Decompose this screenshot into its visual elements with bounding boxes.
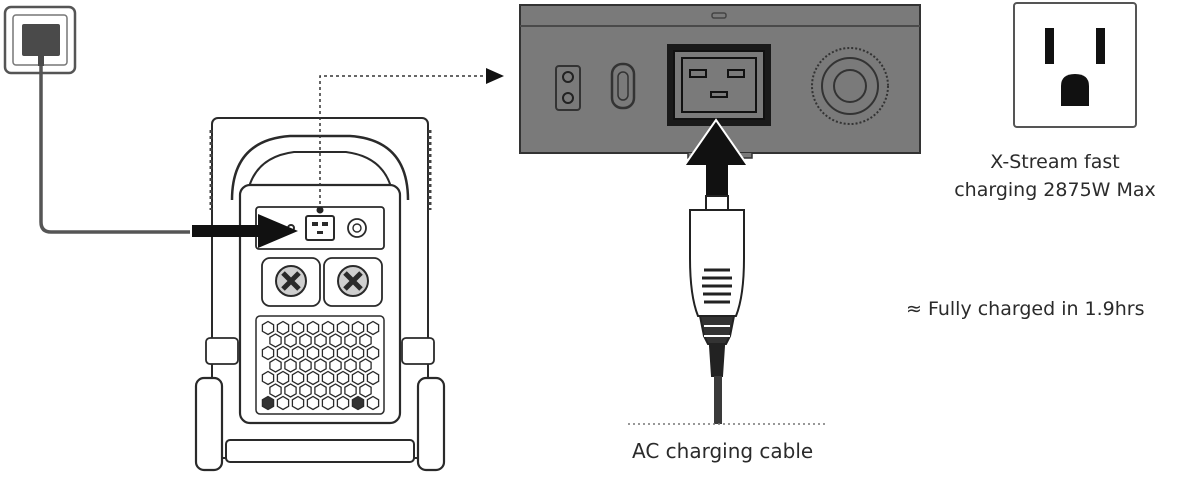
cable-label: AC charging cable	[632, 439, 814, 463]
vent-hex	[261, 370, 275, 386]
vent-hex	[284, 383, 297, 398]
vent-hex	[306, 370, 320, 386]
vent-hex	[261, 395, 275, 411]
vent-hex	[336, 370, 350, 386]
vent-hex	[336, 345, 350, 361]
vent-hex	[351, 395, 365, 411]
vent-hex	[366, 395, 380, 411]
vent-hex	[269, 383, 282, 398]
zoom-connector	[319, 75, 488, 210]
fast-charging-line2: charging 2875W Max	[954, 179, 1156, 201]
vent-hex	[284, 333, 297, 348]
wall-outlet-icon	[3, 5, 77, 75]
vent-hex	[366, 370, 380, 386]
vent-hex	[269, 333, 282, 348]
vent-hex	[321, 395, 335, 411]
vent-hex	[306, 395, 320, 411]
vent-hex	[299, 333, 312, 348]
vent-hex	[366, 320, 380, 336]
vent-hex	[329, 358, 342, 373]
vent-grid	[261, 320, 380, 411]
vent-hex	[306, 320, 320, 336]
vent-hex	[336, 320, 350, 336]
vent-hex	[336, 395, 350, 411]
vent-hex	[299, 383, 312, 398]
vent-hex	[314, 333, 327, 348]
vent-hex	[321, 320, 335, 336]
vent-hex	[261, 320, 275, 336]
insert-arrow-left	[192, 214, 298, 248]
vent-hex	[276, 395, 290, 411]
fast-charging-line1: X-Stream fast	[990, 151, 1120, 173]
vent-hex	[276, 370, 290, 386]
vent-hex	[314, 358, 327, 373]
vent-hex	[344, 333, 357, 348]
vent-hex	[314, 383, 327, 398]
power-station-icon	[194, 117, 446, 472]
vent-hex	[359, 383, 372, 398]
round-connector-icon	[811, 47, 889, 125]
vent-hex	[366, 345, 380, 361]
vent-hex	[321, 370, 335, 386]
charge-time-label: ≈ Fully charged in 1.9hrs	[906, 298, 1145, 320]
vent-hex	[351, 370, 365, 386]
vent-hex	[306, 345, 320, 361]
wall-cable	[39, 66, 190, 234]
plug-cable	[714, 376, 722, 424]
vent-hex	[291, 370, 305, 386]
vent-hex	[261, 345, 275, 361]
vent-hex	[359, 358, 372, 373]
vent-hex	[359, 333, 372, 348]
ac-input-port-icon	[667, 44, 771, 126]
vent-hex	[299, 358, 312, 373]
vent-hex	[321, 345, 335, 361]
ac-plug-icon	[689, 195, 745, 377]
vent-hex	[291, 345, 305, 361]
us-outlet-icon	[1013, 2, 1137, 128]
vent-hex	[284, 358, 297, 373]
vent-hex	[329, 383, 342, 398]
fast-charging-label: X-Stream fast charging 2875W Max	[940, 148, 1170, 204]
vent-hex	[351, 345, 365, 361]
vent-hex	[269, 358, 282, 373]
vent-hex	[351, 320, 365, 336]
vent-hex	[344, 383, 357, 398]
vent-hex	[276, 320, 290, 336]
vent-hex	[329, 333, 342, 348]
vent-hex	[276, 345, 290, 361]
vent-hex	[291, 320, 305, 336]
vent-hex	[291, 395, 305, 411]
insert-arrow-up	[682, 118, 750, 198]
vent-hex	[344, 358, 357, 373]
